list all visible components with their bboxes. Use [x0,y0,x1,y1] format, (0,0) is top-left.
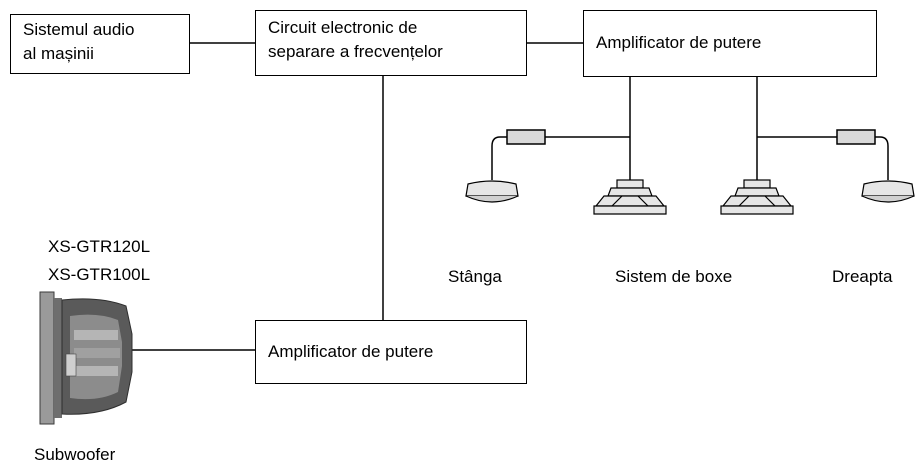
power-amplifier-bottom-box: Amplificator de putere [255,320,527,384]
speaker-left-icon [593,179,667,215]
label-subwoofer: Subwoofer [34,445,116,464]
car-audio-line-1: Sistemul audio [23,20,135,39]
filter-left-icon [506,129,546,145]
wires [131,42,889,351]
speaker-right-icon [720,179,794,215]
label-model-2: XS-GTR100L [48,265,151,284]
tweeter-right-icon [861,180,915,203]
label-speaker-system: Sistem de boxe [615,267,733,286]
filter-right-icon [836,129,876,145]
car-audio-line-2: al mașinii [23,44,94,63]
label-right: Dreapta [832,267,893,286]
wire-left-filter-tweeter [491,136,507,180]
car-audio-system-box: Sistemul audio al mașinii [10,14,190,74]
subwoofer-icon [39,291,133,425]
amp-bottom-label: Amplificator de putere [268,342,434,361]
wire-right-filter-tweeter [875,136,889,180]
power-amplifier-top-box: Amplificator de putere [583,10,877,77]
tweeter-left-icon [465,180,519,203]
crossover-line-2: separare a frecvențelor [268,42,443,61]
crossover-box: Circuit electronic de separare a frecven… [255,10,527,76]
label-model-1: XS-GTR120L [48,237,151,256]
amp-top-label: Amplificator de putere [596,33,762,52]
label-left: Stânga [448,267,502,286]
crossover-line-1: Circuit electronic de [268,18,418,37]
